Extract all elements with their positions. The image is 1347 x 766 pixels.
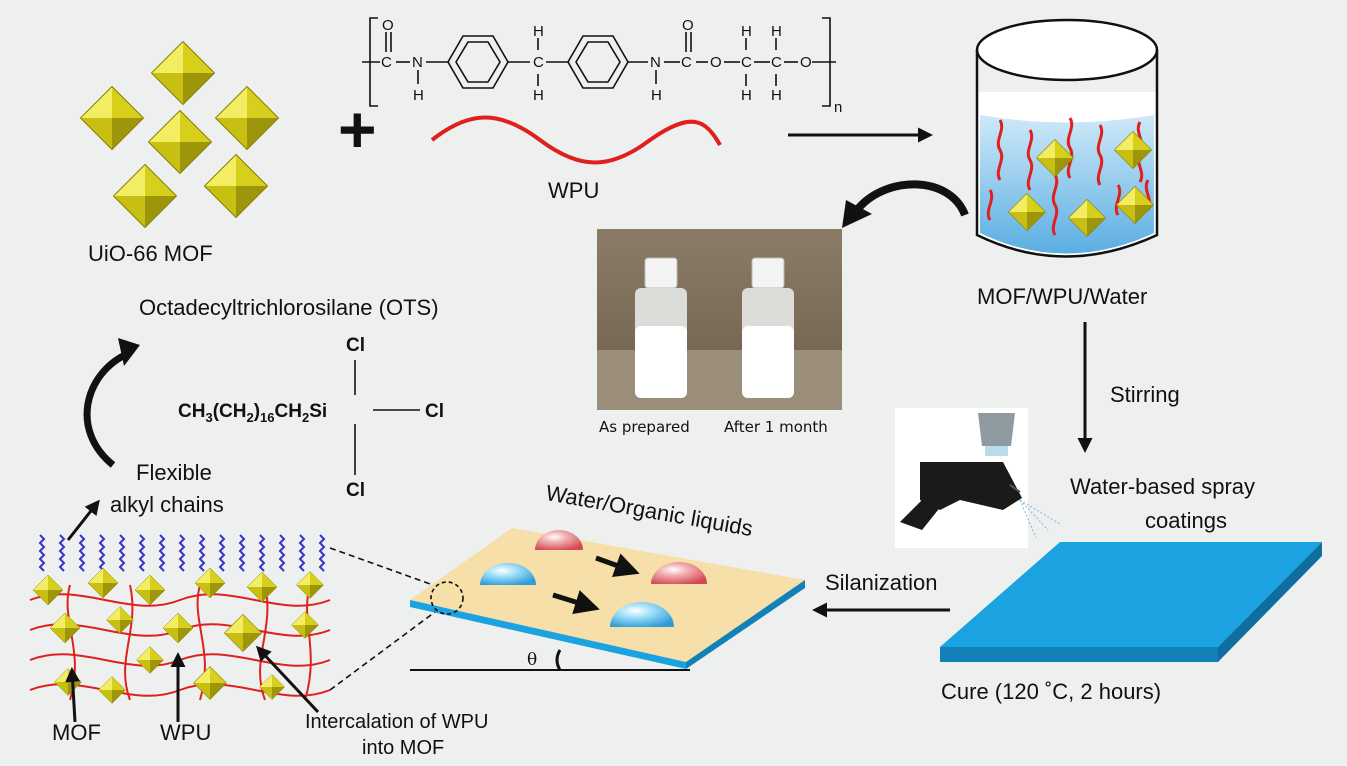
photo-caption-right: After 1 month [724, 418, 828, 436]
mof-label: UiO-66 MOF [88, 241, 213, 266]
svg-text:O: O [710, 54, 722, 71]
svg-text:θ: θ [527, 650, 537, 670]
flexible-label-line2: alkyl chains [110, 492, 224, 517]
svg-text:N: N [650, 54, 661, 71]
stirring-label: Stirring [1110, 382, 1180, 407]
arrow-flexible [66, 499, 100, 541]
octahedron-icon [214, 85, 280, 151]
svg-text:H: H [741, 87, 752, 104]
ots-bonds [354, 360, 420, 475]
tilted-coating: θ [410, 528, 805, 671]
svg-text:H: H [771, 87, 782, 104]
svg-text:O: O [382, 17, 394, 34]
wpu-label: WPU [548, 178, 600, 203]
svg-text:Cl: Cl [346, 480, 365, 501]
wpu-structure [362, 17, 836, 107]
legend-mof-label: MOF [52, 720, 101, 745]
vial-photo [597, 229, 842, 410]
flexible-label-line1: Flexible [136, 460, 212, 485]
svg-text:O: O [682, 17, 694, 34]
octahedron-icon [147, 109, 213, 175]
wpu-wave [430, 115, 722, 165]
arrow-to-photo [853, 180, 969, 217]
cure-label: Cure (120 ˚C, 2 hours) [941, 679, 1162, 704]
arrow-to-ots [83, 351, 127, 468]
mix-label: MOF/WPU/Water [977, 284, 1148, 309]
intercalation-label-line2: into MOF [362, 737, 445, 759]
svg-text:C: C [381, 54, 392, 71]
spray-label-line1: Water-based spray [1070, 474, 1256, 499]
intercalation-label-line1: Intercalation of WPU [305, 711, 489, 733]
composite-schematic [29, 534, 331, 723]
svg-text:H: H [741, 23, 752, 40]
zoom-line-bottom [329, 611, 436, 691]
ots-label: Octadecyltrichlorosilane (OTS) [139, 295, 439, 320]
svg-text:N: N [412, 54, 423, 71]
svg-text:H: H [533, 87, 544, 104]
svg-text:H: H [651, 87, 662, 104]
legend-wpu-label: WPU [160, 720, 212, 745]
spray-label-line2: coatings [1145, 508, 1227, 533]
beaker-icon [975, 18, 1159, 258]
svg-text:C: C [681, 54, 692, 71]
svg-text:H: H [771, 23, 782, 40]
mof-cluster [79, 40, 280, 229]
photo-caption-left: As prepared [599, 418, 690, 436]
spray-gun-icon [895, 408, 1061, 548]
svg-text:C: C [533, 54, 544, 71]
svg-text:Cl: Cl [425, 401, 444, 422]
svg-text:O: O [800, 54, 812, 71]
silanization-label: Silanization [825, 570, 938, 595]
svg-text:C: C [741, 54, 752, 71]
svg-text:C: C [771, 54, 782, 71]
svg-text:H: H [533, 23, 544, 40]
svg-text:H: H [413, 87, 424, 104]
cured-substrate [940, 542, 1322, 662]
svg-text:n: n [834, 99, 842, 116]
octahedron-icon [79, 85, 145, 151]
octahedron-icon [112, 163, 178, 229]
ots-formula-text: CH3(CH2)16CH2Si Cl Cl Cl [178, 335, 444, 501]
wpu-atoms: C O N H C H H N H C O O C H H C H H O n [381, 17, 842, 116]
svg-text:Cl: Cl [346, 335, 365, 356]
svg-text:CH3(CH2)16CH2Si: CH3(CH2)16CH2Si [178, 401, 327, 425]
zoom-line-top [329, 547, 434, 586]
octahedron-icon [150, 40, 216, 106]
octahedron-icon [203, 153, 269, 219]
